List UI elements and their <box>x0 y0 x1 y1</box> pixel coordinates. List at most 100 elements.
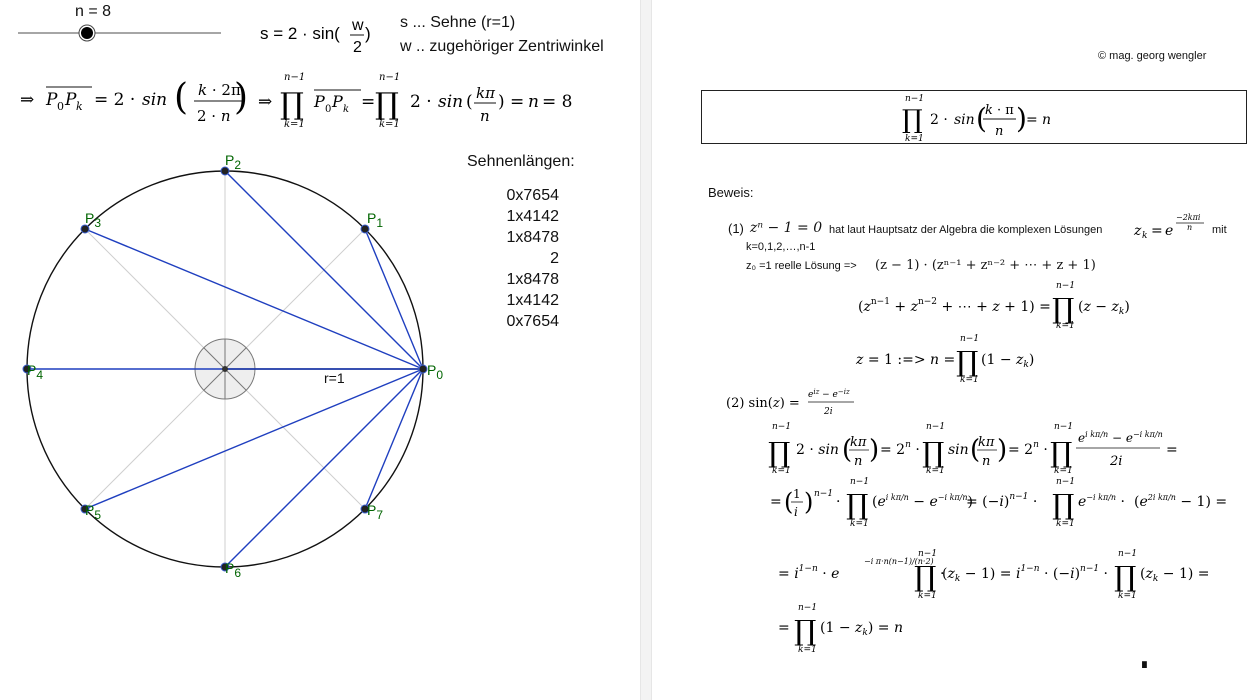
n-slider[interactable] <box>15 22 225 44</box>
svg-text:(zk − 1) =: (zk − 1) = <box>1140 566 1210 584</box>
chord-p0-p3 <box>84 228 424 370</box>
radius-line <box>224 368 366 510</box>
svg-text:n−1: n−1 <box>850 477 869 487</box>
svg-text:n−1: n−1 <box>379 72 400 83</box>
svg-text:∏: ∏ <box>956 345 978 378</box>
svg-text:n−1: n−1 <box>798 603 817 613</box>
svg-text:k=1: k=1 <box>772 466 791 476</box>
svg-text:−i π·n(n−1)/(n·2): −i π·n(n−1)/(n·2) <box>864 557 934 566</box>
svg-text:sin: sin <box>438 92 463 112</box>
panel-divider <box>640 0 652 700</box>
point-p5[interactable] <box>80 504 90 514</box>
step1-zk: z k = e −2kπi n <box>1133 213 1204 240</box>
svg-text:i: i <box>794 505 798 519</box>
step2-sin-definition: (2) sin(z) = eiz − e−iz 2i <box>726 388 854 417</box>
point-label: P7 <box>367 502 383 522</box>
svg-text:): ) <box>997 435 1007 465</box>
svg-text:k=1: k=1 <box>960 375 979 385</box>
svg-text:n: n <box>982 454 990 469</box>
svg-text:eiz − e−iz: eiz − e−iz <box>808 388 850 400</box>
step1-equation: zⁿ − 1 = 0 <box>750 220 823 236</box>
svg-text:k: k <box>76 100 83 113</box>
svg-text:=: = <box>1026 112 1038 128</box>
svg-text:0: 0 <box>57 100 64 113</box>
svg-text:sin: sin <box>142 90 167 110</box>
svg-text:⇒: ⇒ <box>20 90 34 110</box>
svg-text:(z − zk): (z − zk) <box>1078 299 1130 317</box>
chord-value: 1x4142 <box>506 208 560 225</box>
svg-text:(e2i kπ/n − 1) =: (e2i kπ/n − 1) = <box>1134 493 1227 510</box>
svg-text:n: n <box>528 92 539 112</box>
point-p0[interactable] <box>418 364 428 374</box>
point-p6[interactable] <box>220 562 230 572</box>
chord-value: 1x8478 <box>506 271 560 288</box>
point-p2[interactable] <box>220 166 230 176</box>
svg-text:) =: ) = <box>498 92 524 112</box>
svg-text:k=1: k=1 <box>1054 466 1073 476</box>
slider-knob[interactable] <box>81 27 93 39</box>
step1-mit: mit <box>1212 224 1227 236</box>
svg-text:n−1: n−1 <box>905 94 924 104</box>
svg-text:(2) sin(z) =: (2) sin(z) = <box>726 396 800 411</box>
slider-label: n = 8 <box>75 3 112 20</box>
svg-text:n: n <box>995 124 1003 139</box>
svg-text:n: n <box>1187 223 1192 232</box>
point-p4[interactable] <box>22 364 32 374</box>
chord-p0-p5 <box>84 368 424 510</box>
boxed-formula: n−1 ∏ k=1 2 · sin ( k · π n ) = n <box>902 94 1051 144</box>
svg-text:k: k <box>343 104 349 115</box>
svg-text:∏: ∏ <box>1052 292 1074 325</box>
point-label: P6 <box>225 560 241 580</box>
angle-wedge-line <box>224 368 247 391</box>
svg-text:P: P <box>45 90 58 110</box>
svg-text:2 ·: 2 · <box>930 112 948 128</box>
beweis-heading: Beweis: <box>708 185 754 200</box>
svg-text:n: n <box>1042 112 1051 128</box>
chord-value: 0x7654 <box>506 313 560 330</box>
svg-text:= i1−n · e: = i1−n · e <box>778 564 839 582</box>
step1-factorization: (z − 1) · (zⁿ⁻¹ + zⁿ⁻² + ⋯ + z + 1) <box>875 258 1096 273</box>
svg-text:n−1: n−1 <box>1056 477 1075 487</box>
svg-text:2 · n: 2 · n <box>197 107 231 125</box>
point-p3[interactable] <box>80 224 90 234</box>
svg-text:k · π: k · π <box>985 103 1014 118</box>
angle-wedge-line <box>203 347 226 370</box>
svg-text:∏: ∏ <box>922 436 944 469</box>
step1-text: hat laut Hauptsatz der Algebra die kompl… <box>829 224 1103 236</box>
legend-s: s ... Sehne (r=1) <box>400 14 516 31</box>
svg-text:): ) <box>365 24 371 43</box>
svg-text:=: = <box>770 494 782 510</box>
svg-text:(: ( <box>466 92 473 112</box>
svg-text:=: = <box>1151 223 1163 239</box>
point-p7[interactable] <box>360 504 370 514</box>
step1-line3: z = 1 :=> n = n−1 ∏ k=1 (1 − zk) <box>855 334 1034 385</box>
point-label: P3 <box>85 210 101 230</box>
svg-text:∏: ∏ <box>1050 436 1072 469</box>
svg-text:0: 0 <box>325 104 331 115</box>
step2-line1: n−1 ∏ k=1 2 · sin ( kπ n ) = 2n · n−1 ∏ … <box>768 422 1178 476</box>
point-p1[interactable] <box>360 224 370 234</box>
svg-text:∏: ∏ <box>375 87 399 122</box>
svg-text:k=1: k=1 <box>1118 591 1137 601</box>
svg-text:⇒: ⇒ <box>258 92 272 112</box>
svg-text:(: ( <box>784 488 793 516</box>
point-label: P0 <box>427 362 443 382</box>
step1-number: (1) <box>728 221 744 236</box>
svg-text:∏: ∏ <box>846 488 868 521</box>
svg-text:k=1: k=1 <box>850 519 869 529</box>
formula-s: s = 2 · sin( w 2 ) <box>260 17 371 56</box>
svg-text:∏: ∏ <box>914 560 936 593</box>
svg-text:P: P <box>313 92 325 111</box>
point-label: P5 <box>85 502 101 522</box>
svg-text:n−1: n−1 <box>772 422 791 432</box>
svg-text:k=1: k=1 <box>905 134 924 144</box>
svg-text:kπ: kπ <box>850 435 867 450</box>
svg-text:e−i kπ/n ·: e−i kπ/n · <box>1078 493 1125 510</box>
point-label: P2 <box>225 152 241 172</box>
svg-text:∏: ∏ <box>902 105 923 135</box>
svg-text:(zn−1 + zn−2 + ⋯ + z + 1) =: (zn−1 + zn−2 + ⋯ + z + 1) = <box>858 297 1051 315</box>
svg-text:∏: ∏ <box>794 614 816 647</box>
svg-text:n: n <box>480 107 490 125</box>
radius-label: r=1 <box>324 370 345 386</box>
